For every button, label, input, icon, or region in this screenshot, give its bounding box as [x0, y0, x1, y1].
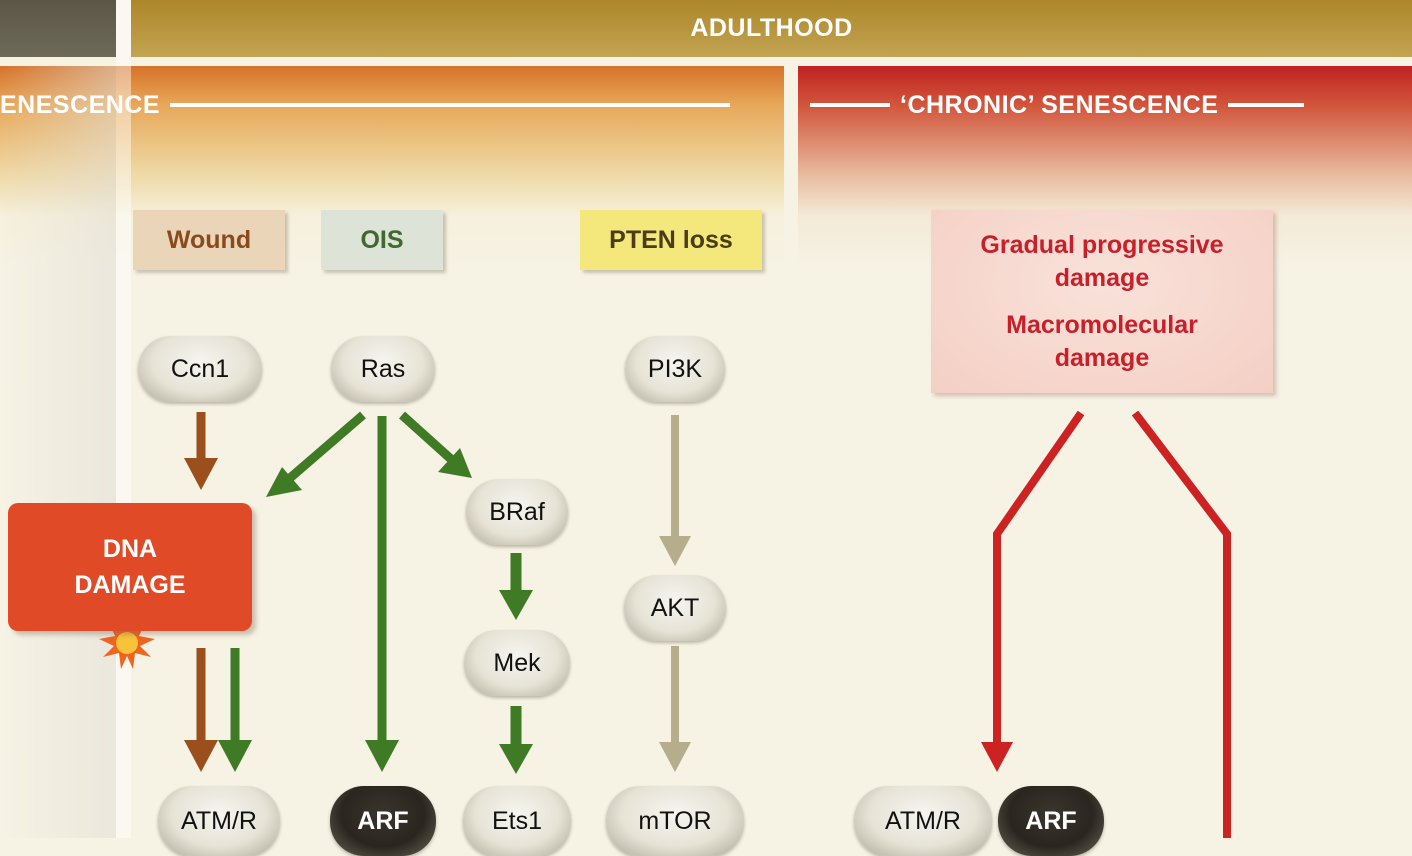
arrowhead [659, 742, 691, 772]
trigger-label: OIS [360, 225, 404, 254]
trigger-pten-loss: PTEN loss [580, 210, 762, 270]
node-mek: Mek [464, 630, 570, 696]
arrowhead [981, 742, 1013, 772]
chronic-damage-box: Gradual progressive damage Macromolecula… [931, 210, 1273, 393]
chronic-senescence-panel [798, 66, 1412, 838]
node-label: Ets1 [491, 806, 543, 835]
node-akt: AKT [624, 575, 726, 641]
arrow-damage-offscreen [1131, 410, 1231, 838]
pathway-arrows [99, 410, 1231, 838]
left-strip [0, 66, 116, 838]
arrowhead [218, 740, 252, 772]
dna-text-1: DNA [102, 535, 158, 563]
chronic-arrows [981, 410, 1231, 838]
adulthood-header: ADULTHOOD [131, 0, 1412, 57]
chronic-text-3: Macromolecular [1006, 310, 1198, 339]
node-mtor: mTOR [606, 786, 744, 856]
node-arf-chronic: ARF [998, 786, 1104, 856]
previous-stage-bar [0, 0, 116, 57]
acute-senescence-panel [0, 66, 784, 838]
node-label: mTOR [638, 806, 712, 835]
acute-panel-title: ENESCENCE [0, 90, 161, 119]
node-label: Ras [360, 354, 406, 383]
wound-arrows [184, 412, 218, 772]
node-label: BRaf [489, 497, 545, 526]
trigger-ois: OIS [321, 210, 443, 270]
dna-damage-box: DNA DAMAGE [8, 503, 252, 631]
node-label: Mek [493, 648, 541, 677]
header-rule-left [810, 103, 890, 107]
arrowhead [266, 467, 302, 497]
ois-arrows [218, 411, 533, 774]
arrowhead [659, 536, 691, 566]
node-ccn1: Ccn1 [138, 336, 262, 402]
node-atmr-acute: ATM/R [158, 786, 280, 856]
arrow-ras-to-dna [287, 411, 366, 482]
node-label: PI3K [647, 354, 703, 383]
adulthood-label: ADULTHOOD [690, 14, 853, 42]
arrow-damage-to-atmr [993, 410, 1085, 744]
node-braf: BRaf [466, 479, 568, 545]
header-rule-right [1228, 103, 1305, 107]
pten-arrows [659, 415, 691, 772]
node-label: ATM/R [885, 806, 961, 835]
node-ets1: Ets1 [463, 786, 571, 856]
chronic-panel-title: ‘CHRONIC’ SENESCENCE [900, 90, 1219, 119]
trigger-label: PTEN loss [609, 225, 733, 254]
node-atmr-chronic: ATM/R [854, 786, 992, 856]
arrow-ras-to-braf [398, 411, 456, 464]
trigger-label: Wound [166, 225, 252, 254]
arrowhead [499, 744, 533, 774]
dna-text-2: DAMAGE [74, 571, 186, 599]
node-pi3k: PI3K [625, 336, 725, 402]
node-label: AKT [650, 593, 700, 622]
chronic-text-2: damage [1054, 263, 1150, 292]
chronic-text-4: damage [1054, 343, 1150, 372]
arrowhead [499, 590, 533, 620]
acute-panel-header: ENESCENCE [0, 88, 731, 122]
node-label: ATM/R [181, 806, 257, 835]
chronic-panel-header: ‘CHRONIC’ SENESCENCE [810, 88, 1305, 122]
arrowhead [184, 740, 218, 772]
node-label: ARF [1025, 806, 1077, 835]
node-label: Ccn1 [170, 354, 230, 383]
node-label: ARF [357, 806, 409, 835]
chronic-text-1: Gradual progressive [980, 230, 1224, 259]
arrowhead [184, 458, 218, 490]
trigger-wound: Wound [133, 210, 285, 270]
arrowhead [438, 448, 472, 478]
arrowhead [365, 740, 399, 772]
node-arf-acute: ARF [330, 786, 436, 856]
header-rule [170, 103, 731, 107]
node-ras: Ras [331, 336, 435, 402]
